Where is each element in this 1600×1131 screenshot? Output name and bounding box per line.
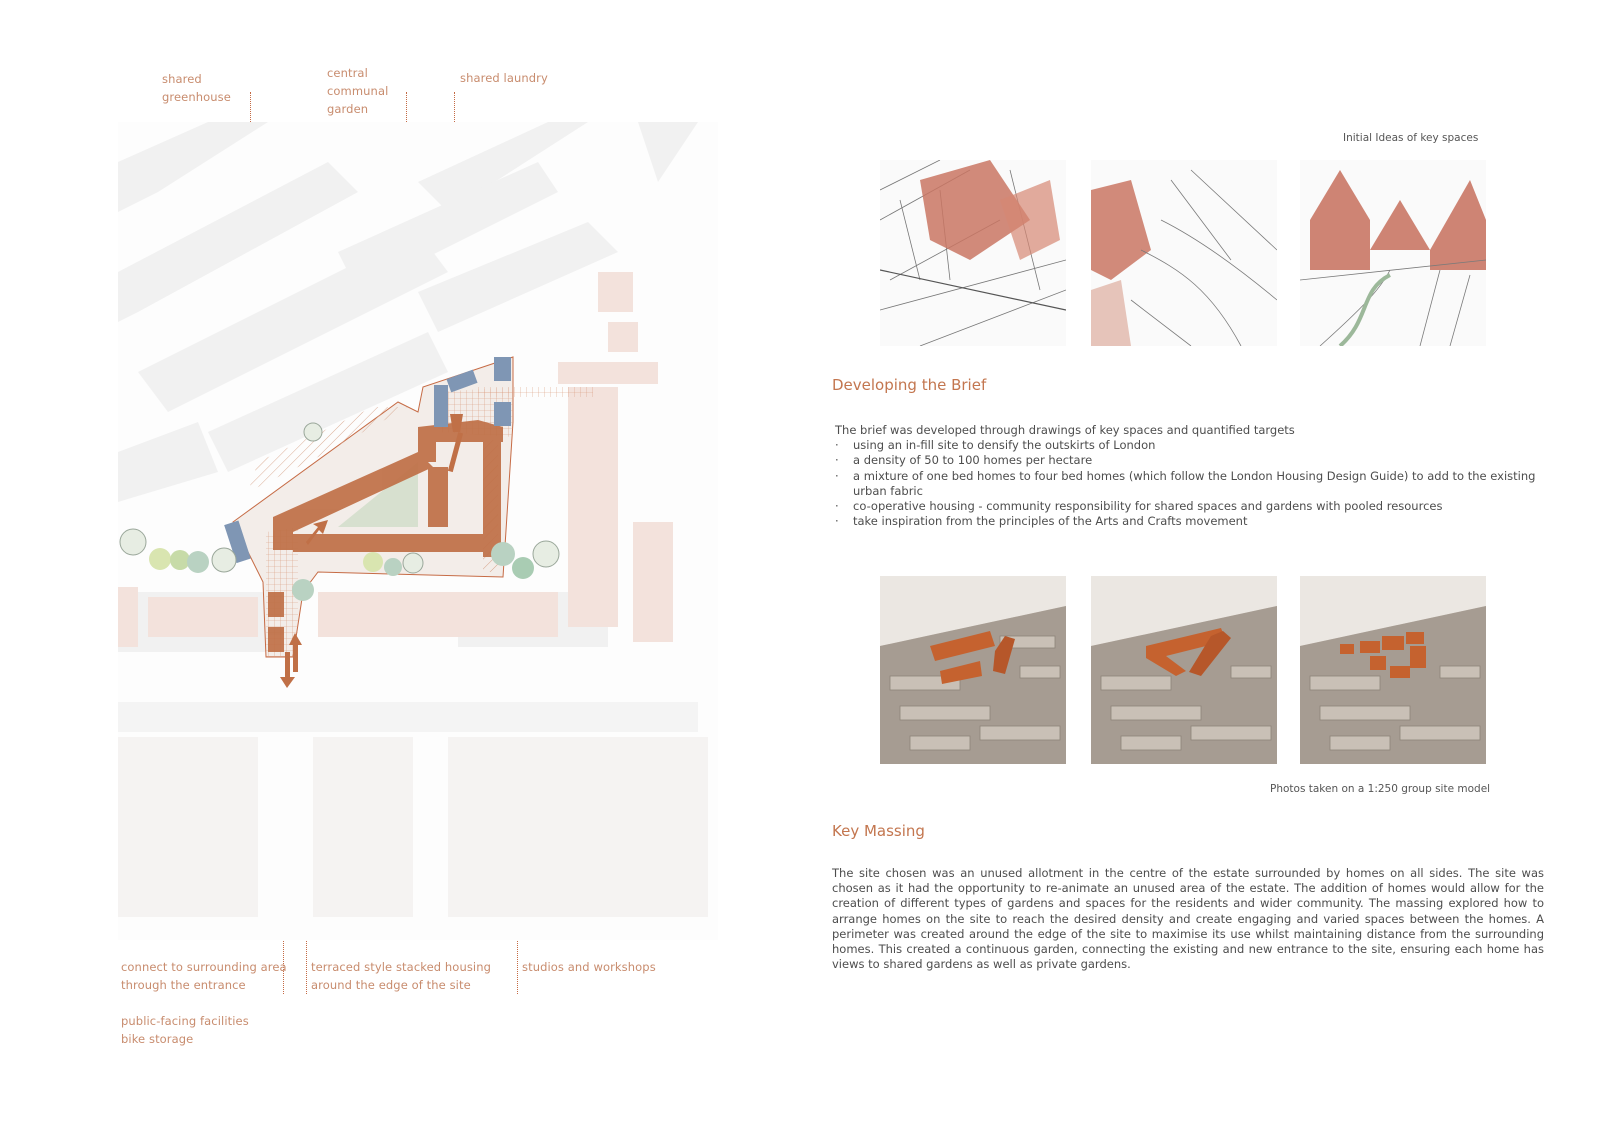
brief-bullet: a mixture of one bed homes to four bed h… xyxy=(835,469,1545,499)
label-public-facilities: public-facing facilities bike storage xyxy=(121,1014,249,1046)
label-central-communal-garden: central communal garden xyxy=(327,66,389,116)
sketch-gables-image xyxy=(1300,160,1486,346)
label-shared-laundry: shared laundry xyxy=(460,71,548,85)
site-plan-drawing xyxy=(118,122,718,940)
brief-bullet: take inspiration from the principles of … xyxy=(835,514,1545,529)
label-terraced-housing: terraced style stacked housing around th… xyxy=(311,960,492,992)
trees xyxy=(119,422,560,601)
model-photo-1 xyxy=(880,576,1066,764)
brief-bullet: a density of 50 to 100 homes per hectare xyxy=(835,453,1545,468)
label-connect-entrance: connect to surrounding area through the … xyxy=(121,960,287,992)
massing-text: The site chosen was an unused allotment … xyxy=(832,866,1544,972)
sketch-courtyard-image xyxy=(880,160,1066,346)
arrows xyxy=(280,414,464,688)
model-photo-2 xyxy=(1091,576,1277,764)
brief-bullet-list: using an in-fill site to densify the out… xyxy=(835,438,1545,529)
massing-heading: Key Massing xyxy=(832,822,925,840)
brief-bullet: co-operative housing - community respons… xyxy=(835,499,1545,514)
brief-intro: The brief was developed through drawings… xyxy=(835,423,1295,437)
model-photo-3 xyxy=(1300,576,1486,764)
label-shared-greenhouse: shared greenhouse xyxy=(162,72,231,104)
brief-bullet: using an in-fill site to densify the out… xyxy=(835,438,1545,453)
context-houses-pink xyxy=(118,272,673,647)
brief-text: The brief was developed through drawings… xyxy=(835,423,1545,530)
brief-heading: Developing the Brief xyxy=(832,376,987,394)
shared-amenities-blue xyxy=(224,357,511,564)
models-caption: Photos taken on a 1:250 group site model xyxy=(1270,783,1491,795)
sketches-caption: Initial Ideas of key spaces xyxy=(1343,132,1479,144)
label-studios-workshops: studios and workshops xyxy=(522,960,656,974)
sketch-pathway-image xyxy=(1091,160,1277,346)
